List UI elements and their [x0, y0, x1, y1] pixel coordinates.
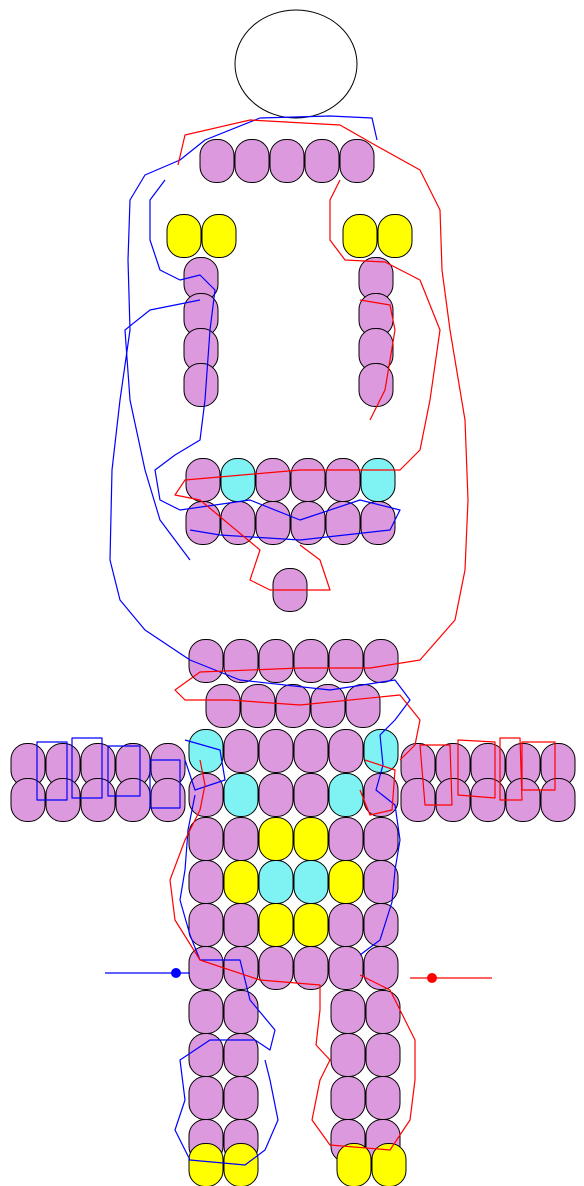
bead-pink	[259, 640, 293, 683]
bead-pink	[189, 861, 223, 904]
bead-pink	[206, 685, 240, 728]
bead-pink	[224, 1077, 258, 1120]
bead-pink	[294, 730, 328, 773]
bead-pink	[326, 459, 360, 502]
bead-pink	[331, 1077, 365, 1120]
bead-cyan	[361, 459, 395, 502]
bead-yellow	[378, 215, 412, 258]
bead-yellow	[259, 904, 293, 947]
bead-pink	[364, 640, 398, 683]
bead-pink	[294, 774, 328, 817]
bead-cyan	[294, 861, 328, 904]
bead-yellow	[189, 1144, 223, 1186]
bead-cyan	[189, 730, 223, 773]
bead-pink	[116, 779, 150, 822]
bead-pink	[366, 1034, 400, 1077]
bead-pink	[184, 364, 218, 407]
bead-pink	[329, 947, 363, 990]
bead-pink	[221, 502, 255, 545]
bead-yellow	[167, 215, 201, 258]
bead-pink	[224, 730, 258, 773]
bead-pink	[200, 140, 234, 183]
bead-pink	[189, 947, 223, 990]
bead-pink	[224, 818, 258, 861]
bead-pink	[305, 140, 339, 183]
bead-pink	[259, 730, 293, 773]
bead-pink	[224, 947, 258, 990]
bead-pink	[326, 502, 360, 545]
bead-cyan	[224, 774, 258, 817]
bead-pink	[291, 459, 325, 502]
bead-yellow	[259, 818, 293, 861]
bead-pink	[189, 818, 223, 861]
bead-pink	[366, 1077, 400, 1120]
bead-pink	[331, 1034, 365, 1077]
bead-yellow	[202, 215, 236, 258]
bead-pink	[189, 991, 223, 1034]
bead-pink	[294, 640, 328, 683]
bead-yellow	[337, 1144, 371, 1186]
bead-pink	[331, 991, 365, 1034]
bead-pink	[401, 779, 435, 822]
bead-cyan	[221, 459, 255, 502]
bead-pink	[256, 459, 290, 502]
bead-pink	[329, 818, 363, 861]
bead-pink	[81, 779, 115, 822]
top-ring	[235, 10, 357, 118]
bead-pink	[241, 685, 275, 728]
bead-pink	[340, 140, 374, 183]
bead-pink	[311, 685, 345, 728]
bead-cyan	[329, 774, 363, 817]
bead-pink	[364, 947, 398, 990]
bead-pink	[224, 991, 258, 1034]
bead-pink	[189, 774, 223, 817]
bead-pink	[541, 779, 575, 822]
bead-pink	[259, 774, 293, 817]
red-needle-icon	[427, 973, 437, 983]
bead-pink	[329, 730, 363, 773]
bead-pink	[259, 947, 293, 990]
blue-needle-icon	[171, 968, 181, 978]
bead-pink	[436, 779, 470, 822]
bead-pink	[276, 685, 310, 728]
bead-pink	[329, 904, 363, 947]
bead-yellow	[294, 904, 328, 947]
bead-pink	[366, 991, 400, 1034]
bead-yellow	[224, 861, 258, 904]
bead-pink	[329, 640, 363, 683]
bead-yellow	[343, 215, 377, 258]
bead-pink	[224, 904, 258, 947]
bead-pink	[189, 904, 223, 947]
bead-yellow	[294, 818, 328, 861]
bead-pink	[364, 818, 398, 861]
bead-cyan	[259, 861, 293, 904]
bead-pink	[235, 140, 269, 183]
threads-layer	[37, 116, 555, 1165]
bead-pink	[346, 685, 380, 728]
bead-pink	[364, 904, 398, 947]
bead-pink	[189, 1077, 223, 1120]
bead-yellow	[329, 861, 363, 904]
bead-pink	[270, 140, 304, 183]
beads-layer	[11, 140, 575, 1186]
